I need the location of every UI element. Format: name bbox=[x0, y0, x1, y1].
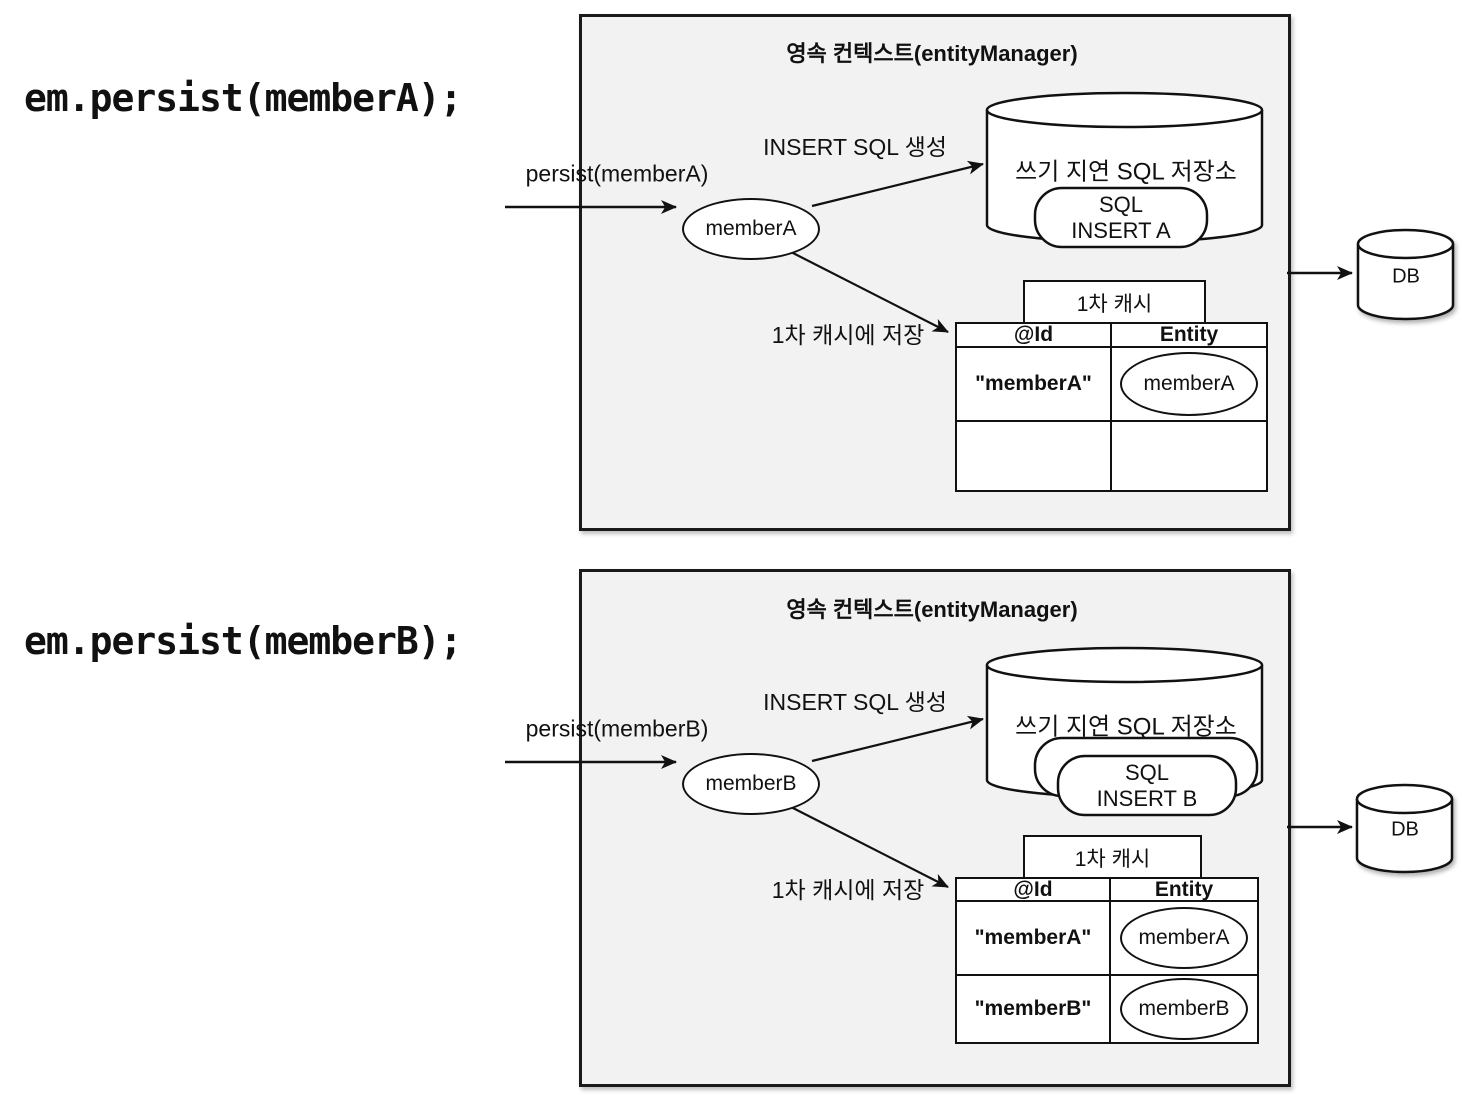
code-statement-persist-b: em.persist(memberB); bbox=[24, 619, 463, 663]
sql-card-b-line1: SQL bbox=[1124, 760, 1170, 785]
sql-store-label-b: 쓰기 지연 SQL 저장소 bbox=[1015, 713, 1237, 741]
sql-store-label-a: 쓰기 지연 SQL 저장소 bbox=[1015, 158, 1237, 186]
insert-sql-label-a: INSERT SQL 생성 bbox=[763, 134, 947, 160]
entity-node-member-a-label: memberA bbox=[705, 217, 797, 240]
first-level-cache-tab-a: 1차 캐시 bbox=[1023, 280, 1206, 325]
panel-a-title: 영속 컨텍스트(entityManager) bbox=[786, 41, 1078, 66]
entity-node-member-b-label: memberB bbox=[705, 772, 797, 795]
cache-a-row1-entity-cell: memberA bbox=[1112, 348, 1266, 422]
cache-save-label-b: 1차 캐시에 저장 bbox=[771, 877, 925, 903]
entity-node-member-a: memberA bbox=[682, 198, 820, 260]
sql-card-a-line2: INSERT A bbox=[1071, 218, 1171, 243]
cache-b-header-entity: Entity bbox=[1111, 878, 1257, 902]
cache-b-row2-entity-cell: memberB bbox=[1111, 976, 1257, 1042]
sql-card-b-line2: INSERT B bbox=[1096, 786, 1198, 811]
first-level-cache-table-b: @Id Entity "memberA" memberA "memberB" m… bbox=[955, 877, 1259, 1044]
insert-sql-label-b: INSERT SQL 생성 bbox=[763, 689, 947, 715]
cache-a-header-id: @Id bbox=[957, 323, 1112, 348]
first-level-cache-tab-b: 1차 캐시 bbox=[1023, 835, 1202, 880]
panel-b-title: 영속 컨텍스트(entityManager) bbox=[786, 597, 1078, 622]
persist-label-b: persist(memberB) bbox=[525, 715, 709, 742]
first-level-cache-table-a: @Id Entity "memberA" memberA bbox=[955, 322, 1268, 492]
cache-a-row1-id: "memberA" bbox=[957, 348, 1112, 422]
cache-a-row2-id bbox=[957, 422, 1112, 490]
sql-card-a-line1: SQL bbox=[1098, 192, 1144, 217]
cache-a-row1-entity-ellipse: memberA bbox=[1120, 352, 1258, 416]
cache-a-row2-entity-cell bbox=[1112, 422, 1266, 490]
first-level-cache-tab-a-label: 1차 캐시 bbox=[1076, 292, 1153, 316]
cache-b-header-id: @Id bbox=[957, 878, 1111, 902]
entity-node-member-b: memberB bbox=[682, 753, 820, 815]
cache-b-row2-entity-label: memberB bbox=[1138, 997, 1230, 1020]
cache-b-row1-entity-label: memberA bbox=[1138, 926, 1230, 949]
db-label-a: DB bbox=[1392, 265, 1420, 288]
cache-a-row1-entity-label: memberA bbox=[1143, 372, 1235, 395]
cache-a-header-entity: Entity bbox=[1112, 323, 1266, 348]
first-level-cache-tab-b-label: 1차 캐시 bbox=[1074, 847, 1151, 871]
db-label-b: DB bbox=[1391, 818, 1419, 841]
cache-b-row2-id: "memberB" bbox=[957, 976, 1111, 1042]
cache-b-row1-entity-cell: memberA bbox=[1111, 902, 1257, 976]
cache-b-row2-entity-ellipse: memberB bbox=[1120, 978, 1248, 1040]
cache-b-row1-id: "memberA" bbox=[957, 902, 1111, 976]
cache-save-label-a: 1차 캐시에 저장 bbox=[771, 322, 925, 348]
code-statement-persist-a: em.persist(memberA); bbox=[24, 76, 463, 120]
cache-b-row1-entity-ellipse: memberA bbox=[1120, 907, 1248, 969]
persist-label-a: persist(memberA) bbox=[525, 160, 709, 187]
